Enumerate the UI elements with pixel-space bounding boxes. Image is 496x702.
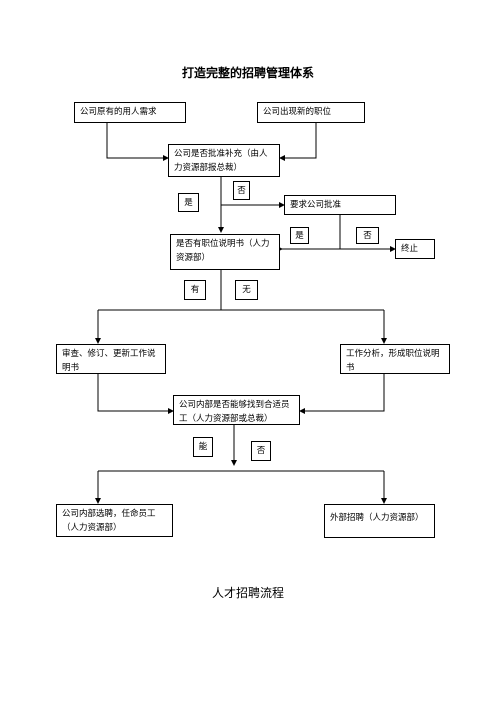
label-yes-approve: 是 bbox=[178, 193, 199, 212]
node-internal-suitable: 公司内部是否能够找到合适员工（人力资源部或总裁） bbox=[173, 395, 300, 425]
node-new-position: 公司出现新的职位 bbox=[257, 102, 365, 123]
node-external-recruit: 外部招聘（人力资源部） bbox=[324, 504, 435, 538]
node-approve-replenish: 公司是否批准补充（由人力资源部报总裁） bbox=[168, 144, 280, 177]
node-existing-needs: 公司原有的用人需求 bbox=[74, 102, 186, 123]
node-review-update: 审查、修订、更新工作说明书 bbox=[56, 344, 166, 374]
label-none: 无 bbox=[235, 280, 258, 300]
node-request-approval: 要求公司批准 bbox=[284, 195, 396, 215]
label-no-request: 否 bbox=[356, 227, 379, 244]
label-yes-request: 是 bbox=[290, 227, 309, 244]
label-can: 能 bbox=[193, 437, 213, 457]
diagram-title: 打造完整的招聘管理体系 bbox=[181, 66, 314, 80]
node-job-analysis: 工作分析，形成职位说明书 bbox=[340, 344, 450, 374]
label-cannot: 否 bbox=[251, 441, 271, 461]
node-terminate: 终止 bbox=[395, 239, 435, 259]
diagram-caption: 人才招聘流程 bbox=[211, 586, 284, 600]
label-have: 有 bbox=[184, 280, 206, 300]
label-no-approve: 否 bbox=[233, 181, 250, 200]
node-has-job-description: 是否有职位说明书（人力资源部） bbox=[170, 234, 280, 270]
node-internal-select: 公司内部选聘，任命员工（人力资源部） bbox=[56, 504, 173, 537]
